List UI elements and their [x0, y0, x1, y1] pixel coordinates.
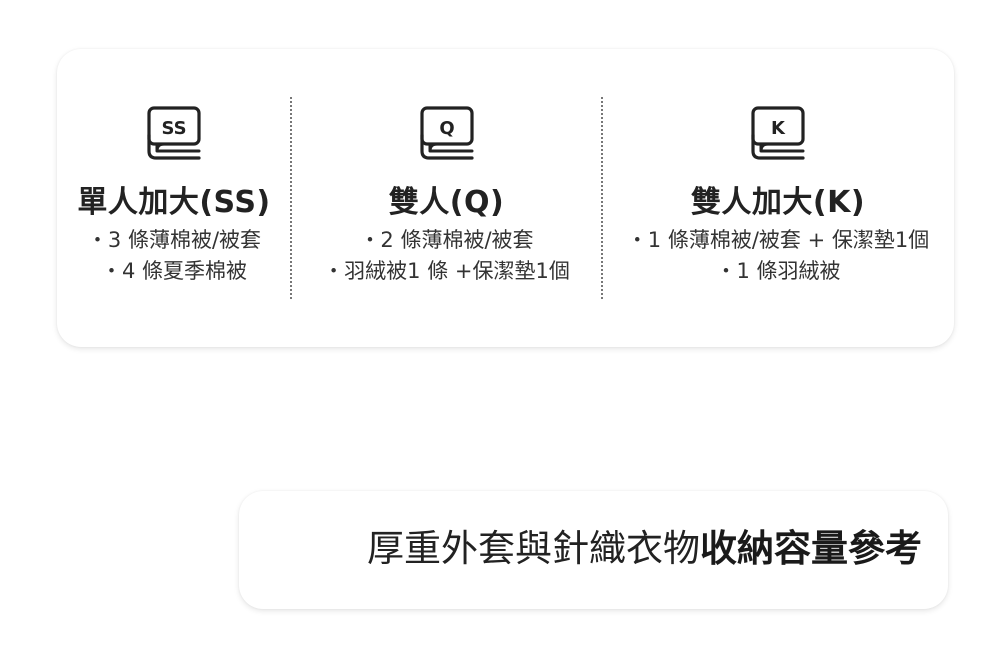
- capacity-line: ・3 條薄棉被/被套: [86, 228, 262, 252]
- capacity-line: ・羽絨被1 條 +保潔墊1個: [323, 259, 570, 283]
- capacity-line: ・4 條夏季棉被: [100, 259, 248, 283]
- capacity-line: ・2 條薄棉被/被套: [359, 228, 534, 252]
- size-column-k: K 雙人加大(K) ・1 條薄棉被/被套 + 保潔墊1個 ・1 條羽絨被: [602, 49, 954, 347]
- capacity-lines: ・3 條薄棉被/被套 ・4 條夏季棉被: [57, 225, 291, 287]
- caption-card: 厚重外套與針織衣物收納容量參考: [239, 491, 948, 609]
- icon-size-label: SS: [161, 118, 186, 139]
- folded-blanket-icon: K: [749, 105, 807, 161]
- size-column-ss: SS 單人加大(SS) ・3 條薄棉被/被套 ・4 條夏季棉被: [57, 49, 291, 347]
- caption-bold: 收納容量參考: [700, 527, 922, 570]
- size-title: 雙人(Q): [388, 185, 505, 220]
- folded-blanket-icon: SS: [145, 105, 203, 161]
- size-title: 雙人加大(K): [690, 185, 866, 220]
- capacity-line: ・1 條薄棉被/被套 + 保潔墊1個: [626, 228, 930, 252]
- capacity-lines: ・1 條薄棉被/被套 + 保潔墊1個 ・1 條羽絨被: [602, 225, 954, 287]
- icon-size-label: K: [771, 118, 786, 139]
- size-title: 單人加大(SS): [77, 185, 271, 220]
- capacity-card: SS 單人加大(SS) ・3 條薄棉被/被套 ・4 條夏季棉被 Q 雙人(Q) …: [57, 49, 954, 347]
- caption-text: 厚重外套與針織衣物收納容量參考: [367, 524, 922, 574]
- icon-size-label: Q: [439, 118, 454, 139]
- caption-regular: 厚重外套與針織衣物: [367, 527, 700, 570]
- size-column-q: Q 雙人(Q) ・2 條薄棉被/被套 ・羽絨被1 條 +保潔墊1個: [291, 49, 602, 347]
- dotted-divider: [601, 97, 603, 299]
- capacity-line: ・1 條羽絨被: [715, 259, 841, 283]
- folded-blanket-icon: Q: [418, 105, 476, 161]
- capacity-lines: ・2 條薄棉被/被套 ・羽絨被1 條 +保潔墊1個: [291, 225, 602, 287]
- dotted-divider: [290, 97, 292, 299]
